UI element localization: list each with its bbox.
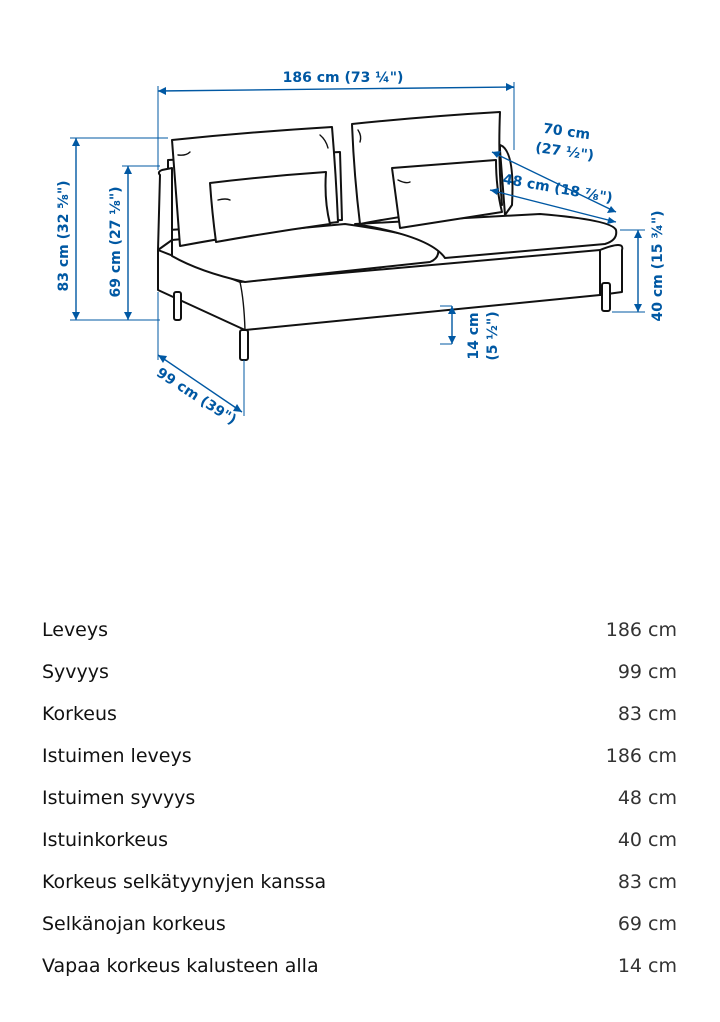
spec-row-korkeus-selkatyynyjen-kanssa: Korkeus selkätyynyjen kanssa 83 cm (42, 861, 677, 903)
spec-row-istuinkorkeus: Istuinkorkeus 40 cm (42, 819, 677, 861)
spec-value: 186 cm (605, 745, 677, 767)
leg-clearance-in-label: (5 ½") (485, 311, 501, 360)
total-height-dimension-label: 83 cm (32 ⅝") (56, 180, 72, 291)
leg-clearance-cm-label: 14 cm (466, 312, 482, 359)
spec-label: Leveys (42, 619, 109, 641)
cushion-depth-in-label: (27 ½") (534, 140, 595, 164)
seat-height-dimension-label: 40 cm (15 ¾") (650, 210, 666, 321)
spec-value: 186 cm (605, 619, 677, 641)
spec-label: Syvyys (42, 661, 109, 683)
seat-depth-dimension-label: 48 cm (18 ⅞") (502, 172, 614, 207)
dimension-lines (70, 82, 645, 416)
spec-value: 14 cm (617, 955, 677, 977)
spec-row-selkanojan-korkeus: Selkänojan korkeus 69 cm (42, 903, 677, 945)
spec-row-korkeus: Korkeus 83 cm (42, 693, 677, 735)
spec-row-syvyys: Syvyys 99 cm (42, 651, 677, 693)
spec-label: Korkeus selkätyynyjen kanssa (42, 871, 327, 893)
spec-value: 69 cm (617, 913, 677, 935)
dimension-diagram: 186 cm (73 ¼") 83 cm (32 ⅝") 69 cm (27 ⅛… (0, 0, 720, 440)
spec-value: 99 cm (617, 661, 677, 683)
spec-value: 83 cm (617, 871, 677, 893)
sofa-illustration (157, 111, 624, 361)
spec-label: Istuimen leveys (42, 745, 192, 767)
sofa-dimension-drawing: 186 cm (73 ¼") 83 cm (32 ⅝") 69 cm (27 ⅛… (56, 70, 666, 428)
spec-label: Selkänojan korkeus (42, 913, 226, 935)
spec-label: Korkeus (42, 703, 117, 725)
dimensions-list: Leveys 186 cm Syvyys 99 cm Korkeus 83 cm… (42, 609, 677, 987)
spec-row-vapaa-korkeus: Vapaa korkeus kalusteen alla 14 cm (42, 945, 677, 987)
spec-value: 48 cm (617, 787, 677, 809)
spec-label: Istuinkorkeus (42, 829, 169, 851)
spec-row-istuimen-syvyys: Istuimen syvyys 48 cm (42, 777, 677, 819)
width-dimension-label: 186 cm (73 ¼") (283, 70, 404, 86)
depth-dimension-label: 99 cm (39") (153, 365, 239, 428)
spec-label: Istuimen syvyys (42, 787, 196, 809)
back-height-dimension-label: 69 cm (27 ⅛") (108, 186, 124, 297)
spec-row-leveys: Leveys 186 cm (42, 609, 677, 651)
spec-value: 40 cm (617, 829, 677, 851)
cushion-depth-cm-label: 70 cm (542, 121, 591, 143)
spec-value: 83 cm (617, 703, 677, 725)
spec-label: Vapaa korkeus kalusteen alla (42, 955, 319, 977)
spec-row-istuimen-leveys: Istuimen leveys 186 cm (42, 735, 677, 777)
